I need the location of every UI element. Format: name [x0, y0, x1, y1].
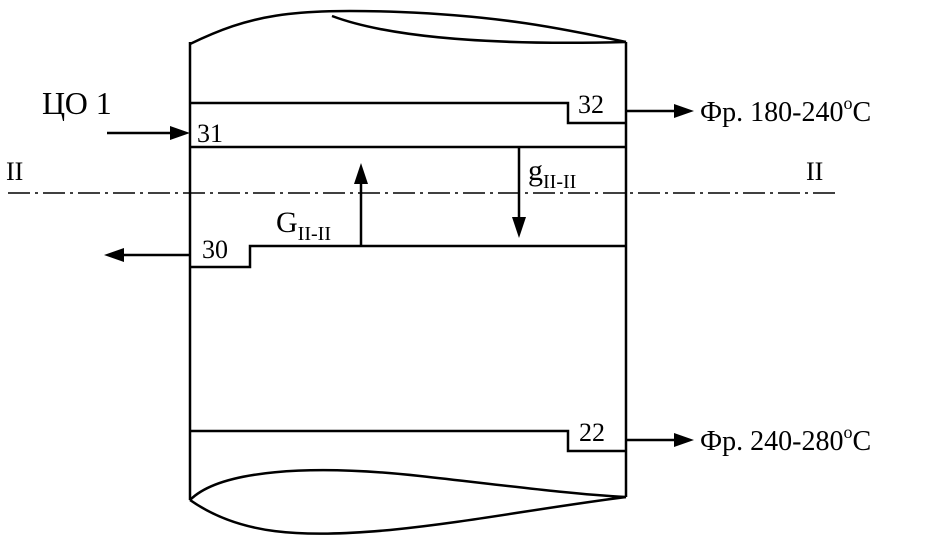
liquid-flow-label: gII-II: [528, 154, 576, 193]
feed-label: ЦО 1: [42, 85, 112, 121]
top-break-curve: [189, 9, 627, 46]
side-draw-arrowhead: [104, 248, 124, 262]
tray-30: 30: [190, 235, 626, 269]
section-label-left: II: [6, 157, 23, 186]
vapor-flow-label: GII-II: [276, 206, 331, 245]
top-product-arrowhead: [674, 104, 694, 118]
tray-22: 22: [190, 418, 626, 453]
side-draw-arrow: [104, 248, 190, 262]
bottom-product-arrow: [626, 433, 694, 447]
bottom-break-curve: [189, 495, 627, 535]
tray-22-label: 22: [579, 418, 605, 447]
vapor-flow-arrow: [354, 163, 368, 246]
liquid-flow-arrowhead: [512, 217, 526, 238]
bottom-product-arrowhead: [674, 433, 694, 447]
tray-30-label: 30: [202, 235, 228, 264]
feed-arrow: [107, 126, 190, 140]
top-product-arrow: [626, 104, 694, 118]
vapor-flow-arrowhead: [354, 163, 368, 184]
liquid-flow-arrow: [512, 147, 526, 238]
tray-32: 32: [190, 90, 626, 125]
bottom-product-label: Фр. 240-280oC: [700, 422, 871, 457]
bottom-break-curve-inner: [189, 468, 627, 501]
top-product-label: Фр. 180-240oC: [700, 93, 871, 128]
section-label-right: II: [806, 157, 823, 186]
feed-arrowhead: [170, 126, 190, 140]
tray-32-label: 32: [578, 90, 604, 119]
column-shell: [188, 9, 628, 535]
tray-31-label: 31: [197, 119, 223, 148]
top-break-curve-inner: [331, 14, 627, 45]
